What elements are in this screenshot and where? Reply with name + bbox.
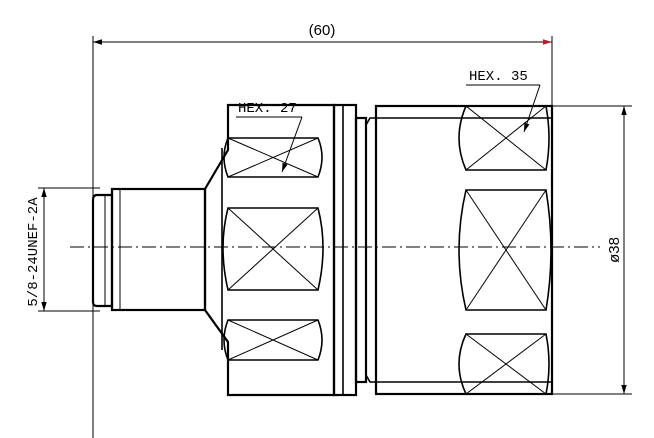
groove	[365, 117, 377, 383]
hex35-leader	[523, 84, 541, 133]
diameter-text: ø38	[606, 237, 623, 263]
hex35-flat-lower	[458, 333, 550, 395]
threaded-body	[110, 187, 207, 312]
diameter-dimension: ø38	[552, 105, 632, 395]
nose-tip	[91, 193, 114, 308]
flange	[332, 103, 377, 397]
hex35-outline	[374, 104, 554, 396]
hex35-flat-upper	[458, 105, 550, 171]
hex-27-body	[203, 103, 336, 397]
hex-35-callout: HEX. 35	[466, 69, 541, 133]
flange-step	[354, 116, 368, 384]
hex35-flat-middle	[458, 189, 552, 311]
hex27-leader	[281, 116, 303, 173]
length-dimension-text: (60)	[309, 22, 336, 39]
hex-27-callout: HEX. 27	[236, 101, 303, 173]
thread-dimension: 5/8-24UNEF-2A	[26, 187, 100, 312]
hex27-label: HEX. 27	[238, 101, 297, 117]
thread-nose	[91, 187, 207, 312]
hex-35-body	[374, 104, 554, 396]
flange-outer	[332, 103, 358, 397]
thread-text: 5/8-24UNEF-2A	[26, 197, 42, 307]
hex35-label: HEX. 35	[469, 69, 528, 85]
